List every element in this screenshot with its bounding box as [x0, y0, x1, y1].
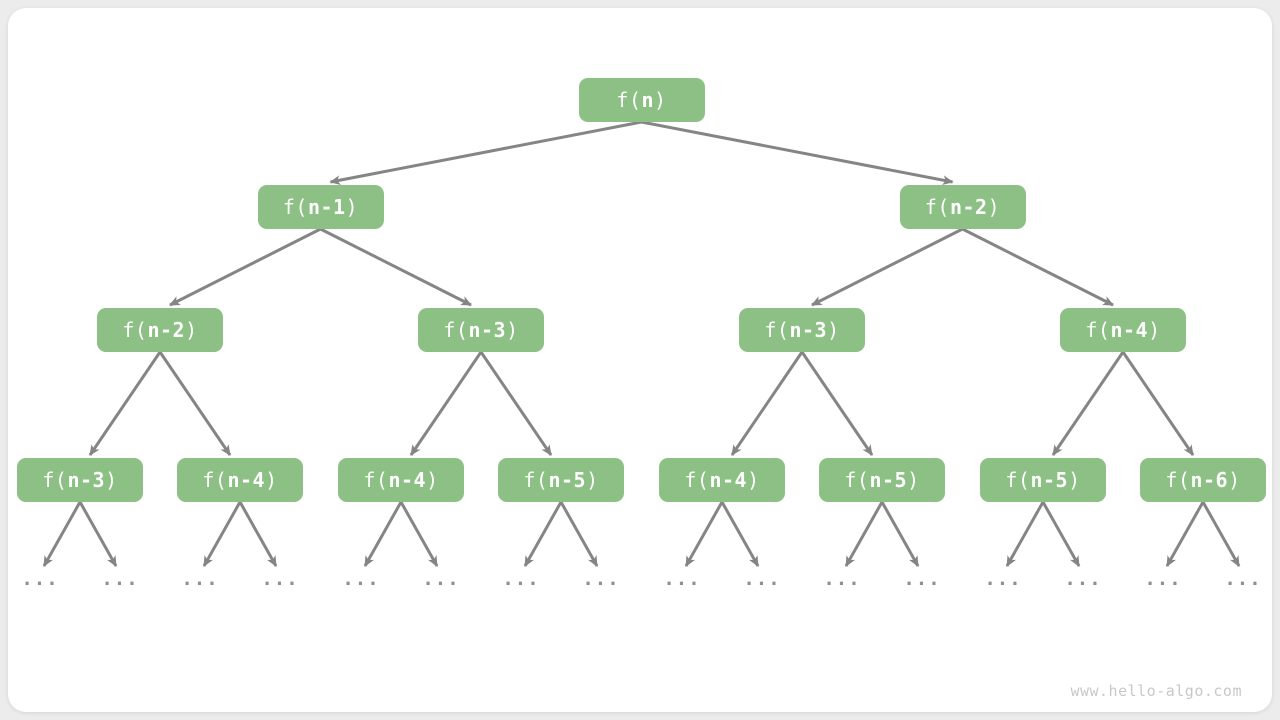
tree-edge-arrow: [319, 227, 472, 307]
tree-edge-arrow: [559, 501, 599, 567]
tree-edge-arrow: [329, 120, 642, 185]
tree-edge-arrow: [684, 501, 724, 567]
tree-edge-arrow: [730, 351, 804, 456]
tree-edge-arrow: [158, 351, 232, 456]
tree-edge-arrow: [238, 501, 278, 567]
tree-edge-arrow: [1121, 351, 1195, 456]
tree-edge-arrow: [523, 501, 563, 567]
tree-edge-arrow: [800, 351, 874, 456]
tree-edge-arrow: [169, 227, 322, 307]
tree-edge-arrow: [409, 351, 483, 456]
tree-edge-arrow: [1165, 501, 1205, 567]
tree-edge-arrow: [880, 501, 920, 567]
tree-edge-arrow: [1051, 351, 1125, 456]
tree-edge-arrow: [1041, 501, 1081, 567]
tree-edge-arrow: [88, 351, 162, 456]
tree-edge-arrow: [363, 501, 403, 567]
watermark-text: www.hello-algo.com: [1070, 682, 1242, 700]
tree-edge-arrow: [479, 351, 553, 456]
tree-edge-arrow: [1201, 501, 1241, 567]
tree-edge-arrow: [720, 501, 760, 567]
tree-edge-arrow: [202, 501, 242, 567]
tree-edge-arrow: [399, 501, 439, 567]
tree-edge-arrow: [78, 501, 118, 567]
diagram-card: [8, 8, 1272, 712]
tree-edge-arrow: [641, 120, 954, 185]
tree-edge-arrow: [844, 501, 884, 567]
tree-edge-arrow: [811, 227, 964, 307]
tree-edge-arrow: [42, 501, 82, 567]
tree-edge-arrow: [961, 227, 1114, 307]
tree-edge-arrow: [1005, 501, 1045, 567]
